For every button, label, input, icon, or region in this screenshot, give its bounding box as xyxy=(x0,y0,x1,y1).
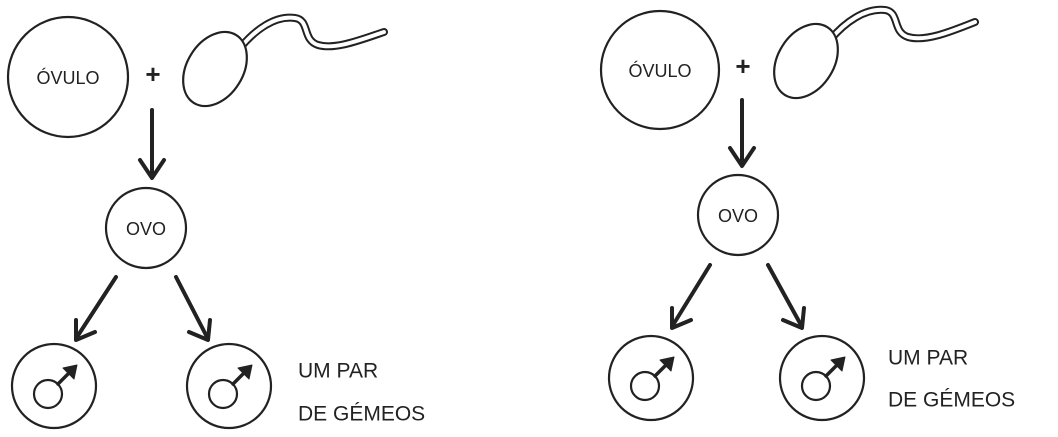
ovum: ÓVULO xyxy=(6,15,130,139)
egg: OVO xyxy=(104,186,188,270)
arrow-to-twin-2 xyxy=(766,263,806,330)
arrow-to-twin-1 xyxy=(74,275,118,342)
sperm-icon xyxy=(182,13,388,108)
caption-line1: UM PAR xyxy=(298,360,378,383)
caption-line2: DE GÉMEOS xyxy=(888,389,1015,412)
twin-cell-1 xyxy=(607,334,695,422)
arrow-down xyxy=(728,98,756,168)
arrow-to-twin-1 xyxy=(670,263,712,330)
sperm-icon xyxy=(773,5,979,100)
arrow-down xyxy=(138,108,166,180)
ovum-label: ÓVULO xyxy=(36,67,99,88)
diagram-right: ÓVULO + OVO xyxy=(599,5,1015,422)
egg: OVO xyxy=(696,173,780,257)
diagram-left: ÓVULO + OVO xyxy=(6,13,425,430)
egg-label: OVO xyxy=(126,219,166,239)
twin-cell-1 xyxy=(10,342,98,430)
plus-sign: + xyxy=(145,59,160,89)
caption-line2: DE GÉMEOS xyxy=(298,403,425,426)
ovum: ÓVULO xyxy=(599,9,721,131)
twin-cell-2 xyxy=(778,334,866,422)
arrow-to-twin-2 xyxy=(174,275,212,342)
caption-line1: UM PAR xyxy=(888,347,968,370)
plus-sign: + xyxy=(735,51,750,81)
twin-cell-2 xyxy=(185,342,273,430)
egg-label: OVO xyxy=(718,206,758,226)
ovum-label: ÓVULO xyxy=(628,60,691,81)
